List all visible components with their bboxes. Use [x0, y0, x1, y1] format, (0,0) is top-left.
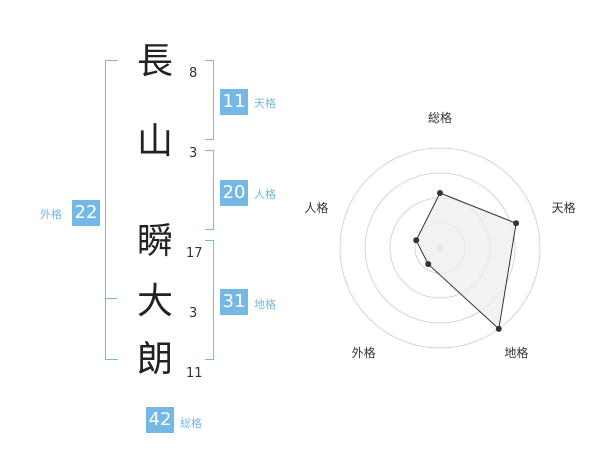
radar-grid-ring [339, 147, 541, 349]
gaikaku-label: 外格 [40, 208, 62, 221]
tenkaku-bracket [205, 60, 214, 140]
radar-polygon-group [413, 190, 520, 332]
radar-point-5 [413, 237, 420, 244]
chikaku-bracket [205, 240, 214, 360]
soukaku-badge: 42 [146, 407, 174, 433]
kanji-char-5: 朗 [136, 339, 173, 380]
jinkaku-badge: 20 [220, 180, 248, 206]
radar-grid-ring [364, 172, 516, 324]
kanji-char-2: 山 [136, 121, 173, 162]
stroke-count-2: 3 [189, 146, 198, 161]
chikaku-badge: 31 [220, 289, 248, 315]
kanji-char-4: 大 [136, 281, 173, 322]
stroke-count-4: 3 [189, 306, 198, 321]
stroke-count-1: 8 [189, 66, 198, 81]
stroke-count-3: 17 [186, 246, 203, 261]
radar-axis-label: 天格 [552, 200, 576, 215]
gaikaku-badge: 22 [72, 200, 100, 226]
kanji-char-3: 瞬 [136, 221, 173, 262]
tenkaku-label: 天格 [254, 97, 276, 110]
gaikaku-bracket [105, 60, 118, 360]
radar-point-2 [513, 220, 520, 227]
soukaku-label: 総格 [180, 417, 202, 430]
radar-axis-label: 地格 [504, 345, 528, 360]
kanji-char-1: 長 [136, 41, 173, 82]
jinkaku-label: 人格 [254, 188, 276, 201]
radar-point-1 [437, 190, 443, 196]
jinkaku-bracket [205, 150, 214, 230]
radar-polygon [415, 192, 517, 330]
radar-point-3 [495, 325, 502, 332]
radar-axis-label: 外格 [352, 345, 376, 360]
stroke-count-5: 11 [186, 366, 203, 381]
radar-axis-label: 人格 [304, 200, 328, 215]
gaikaku-bracket-mid-tick [105, 298, 117, 299]
chikaku-label: 地格 [254, 298, 276, 311]
tenkaku-badge: 11 [220, 89, 248, 115]
radar-axis-label: 総格 [428, 110, 452, 125]
radar-point-4 [425, 261, 432, 268]
